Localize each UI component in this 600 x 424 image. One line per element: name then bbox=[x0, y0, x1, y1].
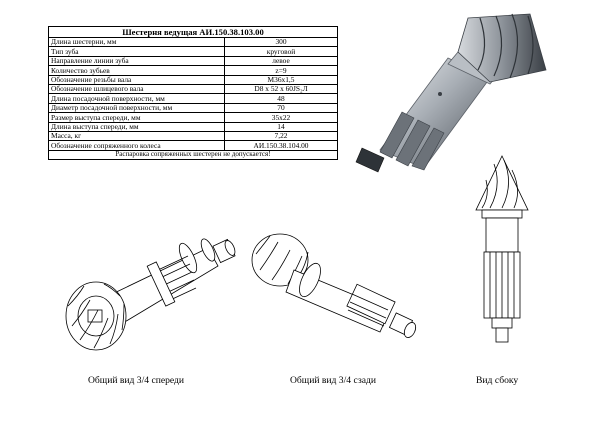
row-label: Длина выступа спереди, мм bbox=[48, 121, 225, 132]
row-label: Диаметр посадочной поверхности, мм bbox=[48, 102, 225, 114]
row-value: М36х1,5 bbox=[224, 74, 338, 85]
row-value: 70 bbox=[224, 102, 338, 114]
caption-front-view: Общий вид 3/4 спереди bbox=[88, 375, 185, 386]
row-label: Обозначение шлицевого вала bbox=[48, 83, 225, 95]
table-footer-row: Распаровка сопряженных шестерен не допус… bbox=[48, 149, 338, 161]
row-value: D8 х 52 х 60JS₂Л bbox=[224, 83, 338, 95]
row-value: 48 bbox=[224, 93, 338, 104]
table-title: Шестерня ведущая АИ.150.38.103.00 bbox=[48, 26, 338, 38]
row-value: 300 bbox=[224, 36, 338, 48]
table-footer: Распаровка сопряженных шестерен не допус… bbox=[48, 149, 338, 161]
row-label: Обозначение резьбы вала bbox=[48, 74, 225, 85]
row-value: 35х22 bbox=[224, 112, 338, 123]
row-label: Количество зубьев bbox=[48, 65, 225, 76]
rear-three-quarter-drawing bbox=[251, 233, 417, 338]
table-title-row: Шестерня ведущая АИ.150.38.103.00 bbox=[48, 26, 338, 38]
row-label: Размер выступа спереди, мм bbox=[48, 112, 225, 123]
row-label: Длина посадочной поверхности, мм bbox=[48, 93, 225, 104]
row-label: Тип зуба bbox=[48, 46, 225, 57]
row-value: 14 bbox=[224, 121, 338, 132]
caption-side-view: Вид сбоку bbox=[476, 375, 519, 386]
row-value: круговой bbox=[224, 46, 338, 57]
row-label: Длина шестерни, мм bbox=[48, 36, 225, 48]
front-three-quarter-drawing bbox=[65, 238, 236, 351]
caption-rear-view: Общий вид 3/4 сзади bbox=[290, 375, 377, 386]
row-value: 7,22 bbox=[224, 130, 338, 142]
row-label: Масса, кг bbox=[48, 130, 225, 142]
row-label: Обозначение сопряженного колеса bbox=[48, 140, 225, 151]
row-value: z=9 bbox=[224, 65, 338, 76]
row-label: Направление линии зуба bbox=[48, 55, 225, 67]
row-value: левое bbox=[224, 55, 338, 67]
gear-photo bbox=[355, 13, 547, 173]
spec-table: Шестерня ведущая АИ.150.38.103.00 Длина … bbox=[48, 26, 338, 161]
side-view-drawing bbox=[475, 155, 529, 343]
row-value: АИ.150.38.104.00 bbox=[224, 140, 338, 151]
